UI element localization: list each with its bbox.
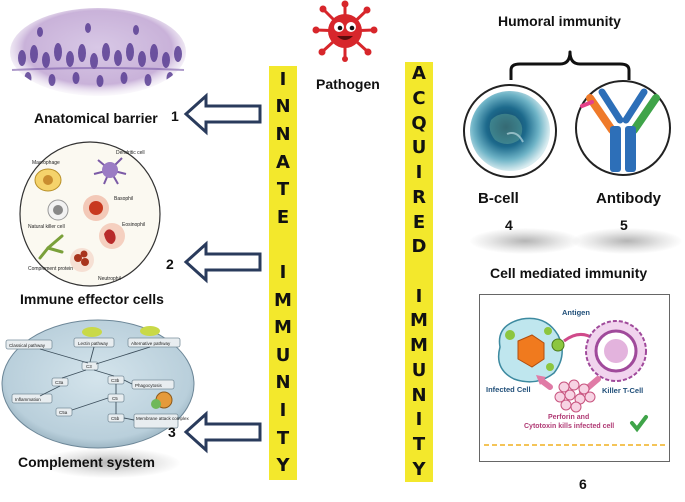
killer-tcell-text: Killer T-Cell [602, 386, 643, 395]
innate-letter: N [275, 372, 291, 394]
dendritic-cell-text: Dendritic cell [116, 150, 145, 156]
innate-letter: A [276, 151, 290, 173]
innate-letter: M [274, 289, 292, 311]
c5a-text: C5a [59, 410, 68, 415]
humoral-immunity-title: Humoral immunity [498, 13, 621, 29]
c3b-text: C3b [111, 378, 120, 383]
acquired-letter: Q [411, 112, 427, 134]
antibody-label: Antibody [596, 190, 661, 207]
acquired-letter: A [412, 63, 426, 85]
innate-letter: T [276, 179, 290, 201]
anatomical-barrier-number: 1 [171, 108, 179, 124]
complement-protein-text: Complement protein [28, 266, 73, 272]
bcell-shadow [470, 228, 580, 254]
complement-system-image: Classical pathway Lectin pathway Alterna… [0, 318, 196, 450]
membrane-attack-text: Membrane attack complex [136, 416, 190, 421]
c5-text: C5 [112, 396, 118, 401]
innate-letter: T [276, 427, 290, 449]
acquired-letter: R [412, 186, 426, 208]
complement-shadow [40, 448, 180, 478]
innate-letter: I [279, 262, 287, 283]
bcell-number: 4 [505, 217, 513, 233]
innate-letter: I [279, 68, 287, 90]
anatomical-barrier-image [8, 6, 188, 98]
acquired-letter: I [415, 162, 423, 184]
arrow-3-icon [182, 410, 264, 454]
complement-system-label: Complement system [18, 454, 155, 470]
immune-effector-cells-number: 2 [166, 256, 174, 272]
cell-mediated-panel: Antigen Infected Cell Killer T-Cell Perf… [479, 294, 670, 462]
pathogen-label: Pathogen [316, 76, 380, 92]
innate-letter: N [275, 124, 291, 145]
acquired-letter: M [410, 335, 428, 357]
bcell-icon [461, 82, 559, 185]
acquired-letter: D [411, 236, 427, 258]
cell-mediated-title: Cell mediated immunity [490, 265, 648, 281]
acquired-letter: M [410, 310, 428, 332]
eosinophil-text: Eosinophil [122, 222, 145, 228]
perforin-text-1: Perforin and [548, 414, 589, 421]
classical-pathway-text: Classical pathway [9, 343, 46, 348]
anatomical-barrier-label: Anatomical barrier [34, 110, 158, 126]
inflammation-text: Inflammation [15, 397, 41, 402]
cell-mediated-number: 6 [579, 476, 587, 492]
c3a-text: C3a [55, 380, 64, 385]
acquired-letter: C [412, 88, 426, 110]
macrophage-text: Macrophage [32, 160, 60, 166]
complement-system-number: 3 [168, 424, 176, 440]
c3-text: C3 [86, 364, 92, 369]
infected-cell-text: Infected Cell [486, 385, 531, 394]
perforin-text-2: Cytotoxin kills infected cell [524, 423, 614, 430]
basophil-text: Basophil [114, 196, 133, 202]
lectin-pathway-text: Lectin pathway [78, 341, 109, 346]
innate-letter: Y [276, 455, 290, 477]
acquired-letter: I [415, 409, 423, 431]
acquired-letter: U [411, 359, 427, 381]
antigen-text: Antigen [562, 308, 590, 317]
antibody-number: 5 [620, 217, 628, 233]
antibody-icon [574, 78, 674, 185]
neutrophil-text: Neutrophil [98, 276, 121, 282]
natural-killer-text: Natural killer cell [28, 224, 65, 230]
immune-effector-cells-image: Dendritic cell Macrophage Natural killer… [18, 140, 162, 288]
innate-letter: M [274, 317, 292, 339]
acquired-letter: T [412, 433, 426, 455]
acquired-letter: U [411, 137, 427, 159]
phagocytosis-text: Phagocytosis [135, 383, 163, 388]
acquired-letter: Y [412, 458, 426, 480]
immune-effector-cells-label: Immune effector cells [20, 291, 164, 307]
bcell-label: B-cell [478, 190, 519, 207]
innate-letter: E [276, 206, 290, 228]
acquired-letter: I [415, 285, 423, 307]
innate-letter: U [275, 344, 291, 366]
arrow-2-icon [182, 240, 264, 284]
humoral-bracket [508, 30, 632, 87]
pathogen-icon [312, 0, 378, 62]
arrow-1-icon [182, 92, 264, 136]
antibody-shadow [572, 228, 682, 254]
c5b-text: C5b [111, 416, 120, 421]
alternative-pathway-text: Alternative pathway [131, 341, 171, 346]
innate-letter: I [279, 400, 287, 421]
acquired-letter: E [412, 211, 426, 233]
innate-letter: N [275, 96, 291, 118]
acquired-letter: N [411, 384, 427, 406]
